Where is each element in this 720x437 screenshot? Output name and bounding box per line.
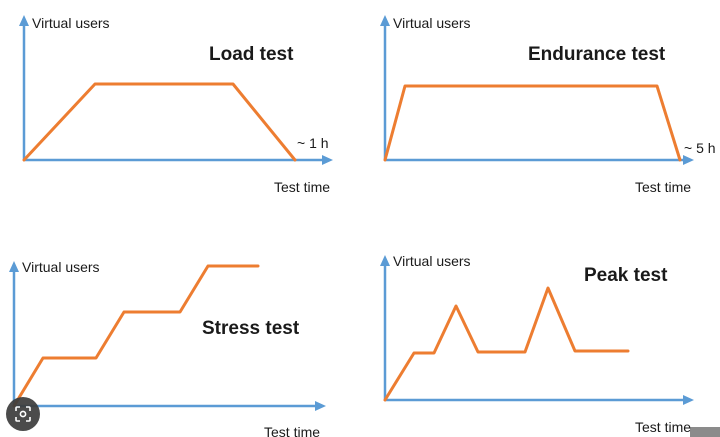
x-axis-arrow bbox=[683, 155, 694, 165]
y-axis-label: Virtual users bbox=[393, 15, 471, 31]
x-axis-label: Test time bbox=[274, 179, 330, 195]
y-axis-arrow bbox=[380, 255, 390, 266]
x-axis-label: Test time bbox=[635, 419, 691, 435]
duration-label: ~ 1 h bbox=[297, 135, 329, 151]
y-axis-arrow bbox=[380, 15, 390, 26]
y-axis-arrow bbox=[19, 15, 29, 26]
peak-test-panel: Virtual users Peak test Test time bbox=[380, 253, 694, 435]
stress-test-panel: Virtual users Stress test Test time bbox=[9, 259, 326, 437]
panel-title: Load test bbox=[209, 44, 294, 65]
x-axis-arrow bbox=[683, 395, 694, 405]
endurance-curve bbox=[383, 84, 682, 162]
y-axis-label: Virtual users bbox=[393, 253, 471, 269]
panel-title: Peak test bbox=[584, 265, 668, 286]
x-axis-label: Test time bbox=[635, 179, 691, 195]
lens-icon bbox=[15, 406, 31, 422]
load-curve bbox=[22, 82, 297, 162]
load-test-panel: Virtual users Load test ~ 1 h Test time bbox=[19, 15, 333, 195]
lens-button[interactable] bbox=[6, 397, 40, 431]
corner-badge bbox=[690, 427, 720, 437]
y-axis-arrow bbox=[9, 261, 19, 272]
x-axis-label: Test time bbox=[264, 424, 320, 437]
stress-curve bbox=[12, 264, 260, 408]
x-axis-arrow bbox=[322, 155, 333, 165]
y-axis-label: Virtual users bbox=[32, 15, 110, 31]
duration-label: ~ 5 h bbox=[684, 140, 716, 156]
panel-title: Stress test bbox=[202, 318, 300, 339]
peak-curve bbox=[383, 286, 630, 402]
y-axis-label: Virtual users bbox=[22, 259, 100, 275]
panel-title: Endurance test bbox=[528, 44, 666, 65]
endurance-test-panel: Virtual users Endurance test ~ 5 h Test … bbox=[380, 15, 716, 195]
x-axis-arrow bbox=[315, 401, 326, 411]
